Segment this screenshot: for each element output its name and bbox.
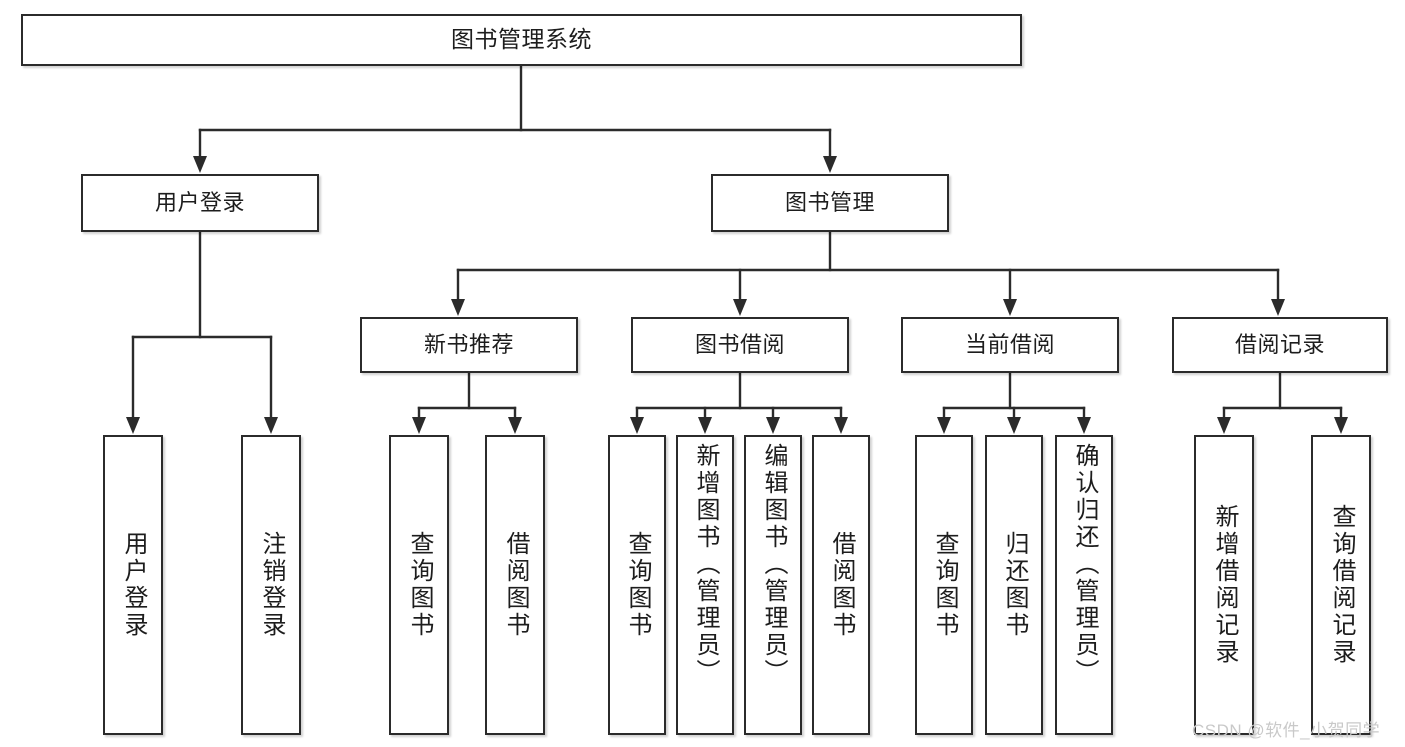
conn-book-borrow-arrowhead-0 (630, 417, 644, 434)
node-borrow-record[interactable]: 借阅记录 (1172, 317, 1388, 373)
node-label-leaf-confirm-return: 确认归还（管理员） (1071, 443, 1098, 686)
conn-root-arrowhead-1 (823, 156, 837, 173)
node-label-leaf-edit-book: 编辑图书（管理员） (760, 443, 787, 686)
node-leaf-borrow-book-rec[interactable]: 借阅图书 (485, 435, 545, 735)
node-book-manage[interactable]: 图书管理 (711, 174, 949, 232)
node-label-leaf-query-book-rec: 查询图书 (406, 531, 433, 639)
node-new-book-rec[interactable]: 新书推荐 (360, 317, 578, 373)
node-label-leaf-add-record: 新增借阅记录 (1211, 504, 1238, 666)
node-label-borrow-record: 借阅记录 (1234, 332, 1325, 358)
node-label-root: 图书管理系统 (451, 26, 592, 53)
node-leaf-query-book-borrow[interactable]: 查询图书 (608, 435, 666, 735)
conn-book-borrow-arrowhead-1 (698, 417, 712, 434)
conn-book-manage-arrowhead-0 (451, 299, 465, 316)
conn-borrow-record-arrowhead-0 (1217, 417, 1231, 434)
node-label-current-borrow: 当前借阅 (964, 332, 1055, 358)
node-leaf-borrow-book[interactable]: 借阅图书 (812, 435, 870, 735)
node-leaf-user-logout[interactable]: 注销登录 (241, 435, 301, 735)
conn-root-arrowhead-0 (193, 156, 207, 173)
node-label-leaf-borrow-book: 借阅图书 (828, 531, 855, 639)
node-label-leaf-query-record: 查询借阅记录 (1328, 504, 1355, 666)
node-label-leaf-add-book: 新增图书（管理员） (692, 443, 719, 686)
node-leaf-query-record[interactable]: 查询借阅记录 (1311, 435, 1371, 735)
conn-borrow-record-arrowhead-1 (1334, 417, 1348, 434)
conn-book-manage-arrowhead-3 (1271, 299, 1285, 316)
node-book-borrow[interactable]: 图书借阅 (631, 317, 849, 373)
node-root[interactable]: 图书管理系统 (21, 14, 1022, 66)
conn-current-borrow-arrowhead-2 (1077, 417, 1091, 434)
node-leaf-edit-book[interactable]: 编辑图书（管理员） (744, 435, 802, 735)
node-label-leaf-borrow-book-rec: 借阅图书 (502, 531, 529, 639)
conn-user-login-arrowhead-0 (126, 417, 140, 434)
node-label-leaf-user-login: 用户登录 (120, 531, 147, 639)
node-leaf-return-book[interactable]: 归还图书 (985, 435, 1043, 735)
conn-user-login-arrowhead-1 (264, 417, 278, 434)
node-leaf-user-login[interactable]: 用户登录 (103, 435, 163, 735)
node-label-leaf-query-book-borrow: 查询图书 (624, 531, 651, 639)
node-label-book-borrow: 图书借阅 (694, 332, 785, 358)
conn-new-book-rec-arrowhead-1 (508, 417, 522, 434)
conn-current-borrow-arrowhead-1 (1007, 417, 1021, 434)
conn-book-borrow-arrowhead-2 (766, 417, 780, 434)
node-user-login[interactable]: 用户登录 (81, 174, 319, 232)
node-current-borrow[interactable]: 当前借阅 (901, 317, 1119, 373)
node-leaf-add-book[interactable]: 新增图书（管理员） (676, 435, 734, 735)
node-label-leaf-return-book: 归还图书 (1001, 531, 1028, 639)
node-leaf-query-book-rec[interactable]: 查询图书 (389, 435, 449, 735)
node-label-book-manage: 图书管理 (784, 190, 875, 216)
conn-new-book-rec-arrowhead-0 (412, 417, 426, 434)
node-label-leaf-user-logout: 注销登录 (258, 531, 285, 639)
conn-book-manage-arrowhead-1 (733, 299, 747, 316)
conn-current-borrow-arrowhead-0 (937, 417, 951, 434)
node-leaf-confirm-return[interactable]: 确认归还（管理员） (1055, 435, 1113, 735)
conn-book-manage-arrowhead-2 (1003, 299, 1017, 316)
node-label-user-login: 用户登录 (154, 190, 245, 216)
conn-book-borrow-arrowhead-3 (834, 417, 848, 434)
node-label-leaf-query-book-cur: 查询图书 (931, 531, 958, 639)
node-leaf-add-record[interactable]: 新增借阅记录 (1194, 435, 1254, 735)
node-label-new-book-rec: 新书推荐 (423, 332, 514, 358)
node-leaf-query-book-cur[interactable]: 查询图书 (915, 435, 973, 735)
